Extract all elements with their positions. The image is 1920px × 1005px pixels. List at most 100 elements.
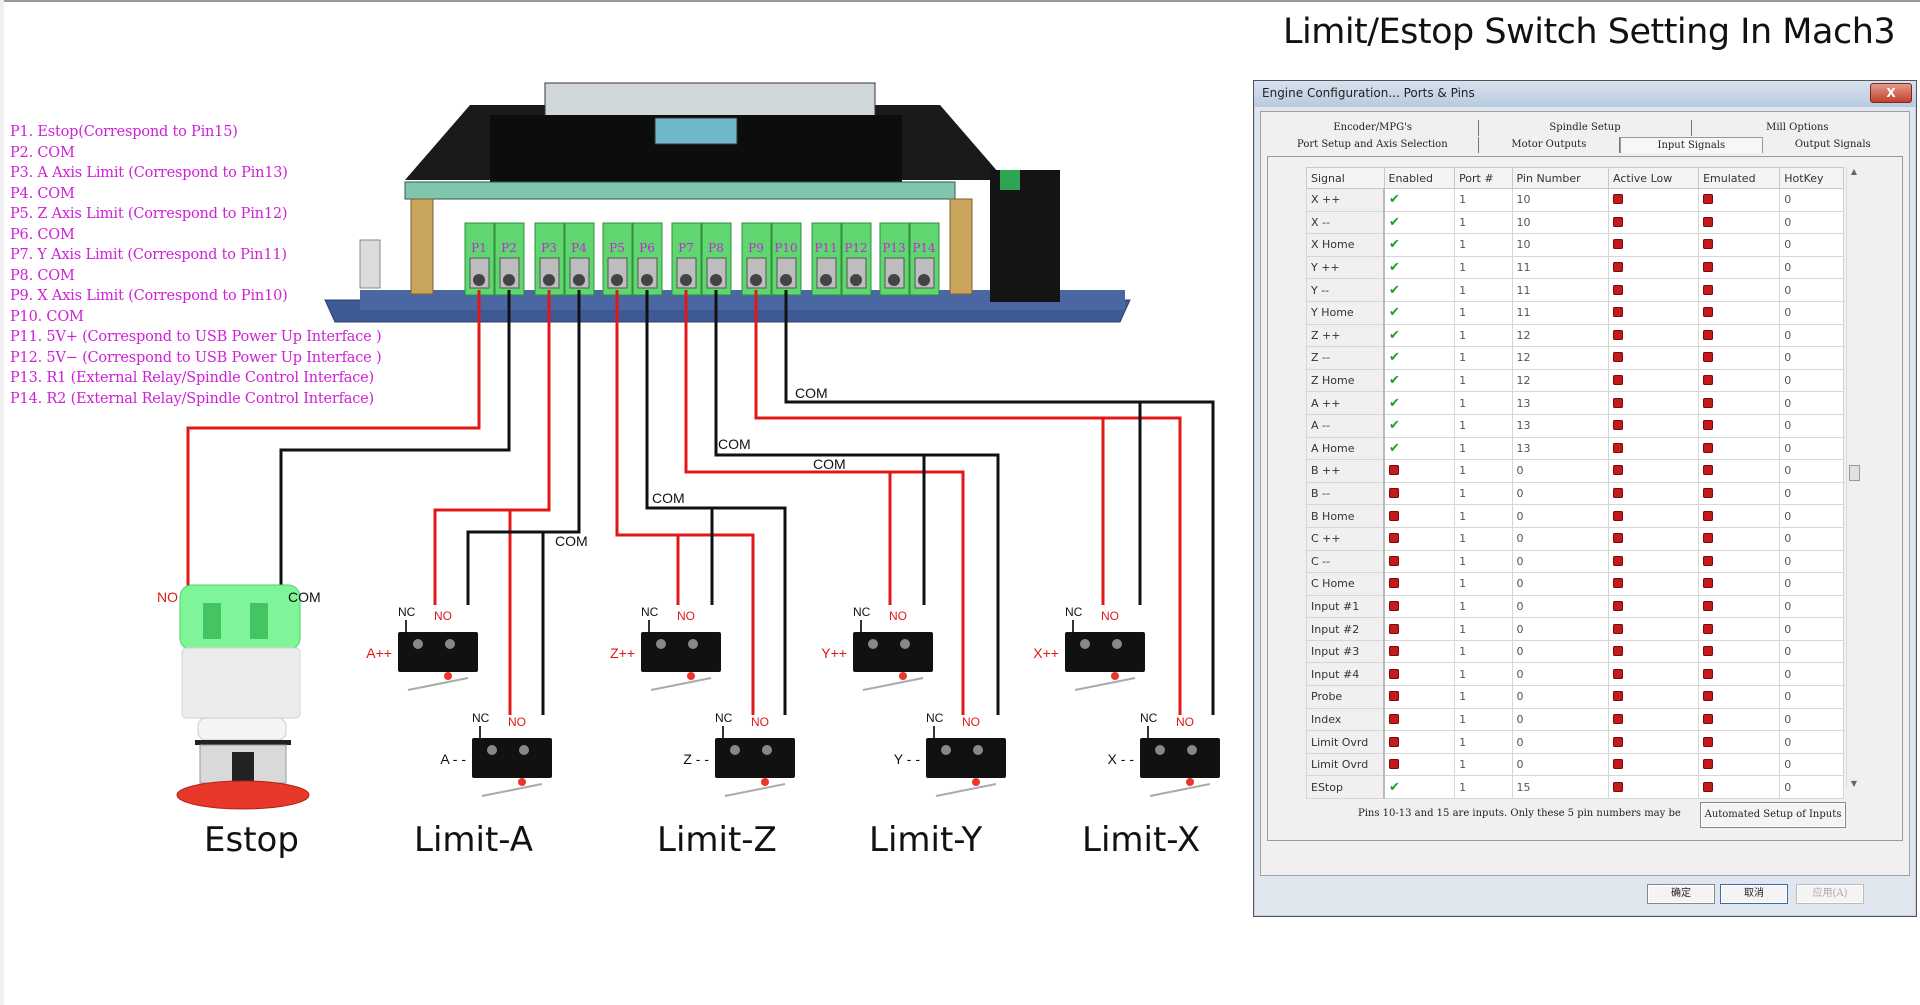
pin-number-cell[interactable]: 10 — [1511, 210, 1610, 235]
pin-number-cell[interactable]: 13 — [1511, 413, 1610, 438]
hotkey-cell[interactable]: 0 — [1779, 436, 1844, 461]
hotkey-cell[interactable]: 0 — [1779, 481, 1844, 506]
signal-cell[interactable]: Input #1 — [1306, 594, 1385, 619]
pin-number-cell[interactable]: 0 — [1511, 662, 1610, 687]
emulated-cell[interactable] — [1698, 413, 1781, 438]
enabled-cell[interactable] — [1383, 526, 1456, 551]
emulated-cell[interactable] — [1698, 255, 1781, 280]
automated-setup-button[interactable]: Automated Setup of Inputs — [1700, 802, 1846, 828]
pin-number-cell[interactable]: 0 — [1511, 526, 1610, 551]
port-cell[interactable]: 1 — [1454, 233, 1513, 257]
pin-number-cell[interactable]: 0 — [1511, 639, 1610, 664]
hotkey-cell[interactable]: 0 — [1779, 413, 1844, 438]
enabled-cell[interactable] — [1383, 481, 1456, 506]
pin-number-cell[interactable]: 0 — [1511, 730, 1610, 754]
emulated-cell[interactable] — [1698, 346, 1781, 370]
signal-cell[interactable]: X -- — [1306, 210, 1385, 235]
active-low-cell[interactable] — [1608, 730, 1700, 754]
active-low-cell[interactable] — [1608, 685, 1700, 709]
active-low-cell[interactable] — [1608, 323, 1700, 348]
scroll-up-icon[interactable]: ▲ — [1850, 167, 1858, 176]
hotkey-cell[interactable]: 0 — [1779, 323, 1844, 348]
emulated-cell[interactable] — [1698, 730, 1781, 754]
ok-button[interactable]: 确定 — [1647, 884, 1715, 904]
emulated-cell[interactable] — [1698, 188, 1781, 212]
hotkey-cell[interactable]: 0 — [1779, 346, 1844, 370]
emulated-cell[interactable] — [1698, 210, 1781, 235]
pin-number-cell[interactable]: 0 — [1511, 707, 1610, 732]
scroll-down-icon[interactable]: ▼ — [1850, 779, 1858, 788]
active-low-cell[interactable] — [1608, 662, 1700, 687]
hotkey-cell[interactable]: 0 — [1779, 391, 1844, 415]
tab-output-signals[interactable]: Output Signals — [1794, 139, 1871, 150]
port-cell[interactable]: 1 — [1454, 752, 1513, 777]
signal-cell[interactable]: Input #3 — [1306, 639, 1385, 664]
enabled-cell[interactable] — [1383, 752, 1456, 777]
active-low-cell[interactable] — [1608, 413, 1700, 438]
port-cell[interactable]: 1 — [1454, 481, 1513, 506]
active-low-cell[interactable] — [1608, 459, 1700, 483]
hotkey-cell[interactable]: 0 — [1779, 255, 1844, 280]
tab-port-setup[interactable]: Port Setup and Axis Selection — [1267, 137, 1479, 153]
tab-spindle-setup[interactable]: Spindle Setup — [1479, 120, 1692, 136]
hotkey-cell[interactable]: 0 — [1779, 707, 1844, 732]
port-cell[interactable]: 1 — [1454, 504, 1513, 528]
emulated-cell[interactable] — [1698, 707, 1781, 732]
enabled-cell[interactable] — [1383, 685, 1456, 709]
hotkey-cell[interactable]: 0 — [1779, 594, 1844, 619]
active-low-cell[interactable] — [1608, 346, 1700, 370]
active-low-cell[interactable] — [1608, 278, 1700, 302]
table-scrollbar[interactable]: ▲ ▼ — [1846, 167, 1861, 788]
pin-number-cell[interactable]: 0 — [1511, 572, 1610, 596]
signal-cell[interactable]: C -- — [1306, 549, 1385, 574]
enabled-cell[interactable] — [1383, 572, 1456, 596]
pin-number-cell[interactable]: 11 — [1511, 255, 1610, 280]
emulated-cell[interactable] — [1698, 639, 1781, 664]
emulated-cell[interactable] — [1698, 775, 1781, 800]
emulated-cell[interactable] — [1698, 752, 1781, 777]
enabled-cell[interactable]: ✔ — [1383, 300, 1456, 325]
port-cell[interactable]: 1 — [1454, 572, 1513, 596]
scroll-thumb[interactable] — [1849, 465, 1860, 481]
enabled-cell[interactable] — [1383, 730, 1456, 754]
pin-number-cell[interactable]: 0 — [1511, 459, 1610, 483]
hotkey-cell[interactable]: 0 — [1779, 368, 1844, 393]
active-low-cell[interactable] — [1608, 436, 1700, 461]
active-low-cell[interactable] — [1608, 188, 1700, 212]
hotkey-cell[interactable]: 0 — [1779, 685, 1844, 709]
active-low-cell[interactable] — [1608, 210, 1700, 235]
signal-cell[interactable]: Z Home — [1306, 368, 1385, 393]
enabled-cell[interactable]: ✔ — [1383, 413, 1456, 438]
pin-number-cell[interactable]: 11 — [1511, 278, 1610, 302]
signal-cell[interactable]: Z -- — [1306, 346, 1385, 370]
pin-number-cell[interactable]: 0 — [1511, 752, 1610, 777]
tab-input-signals[interactable]: Input Signals — [1620, 137, 1763, 153]
emulated-cell[interactable] — [1698, 233, 1781, 257]
enabled-cell[interactable] — [1383, 617, 1456, 641]
active-low-cell[interactable] — [1608, 639, 1700, 664]
pin-number-cell[interactable]: 0 — [1511, 549, 1610, 574]
active-low-cell[interactable] — [1608, 300, 1700, 325]
signal-cell[interactable]: B Home — [1306, 504, 1385, 528]
enabled-cell[interactable]: ✔ — [1383, 278, 1456, 302]
port-cell[interactable]: 1 — [1454, 300, 1513, 325]
emulated-cell[interactable] — [1698, 617, 1781, 641]
active-low-cell[interactable] — [1608, 752, 1700, 777]
emulated-cell[interactable] — [1698, 368, 1781, 393]
signal-cell[interactable]: Z ++ — [1306, 323, 1385, 348]
